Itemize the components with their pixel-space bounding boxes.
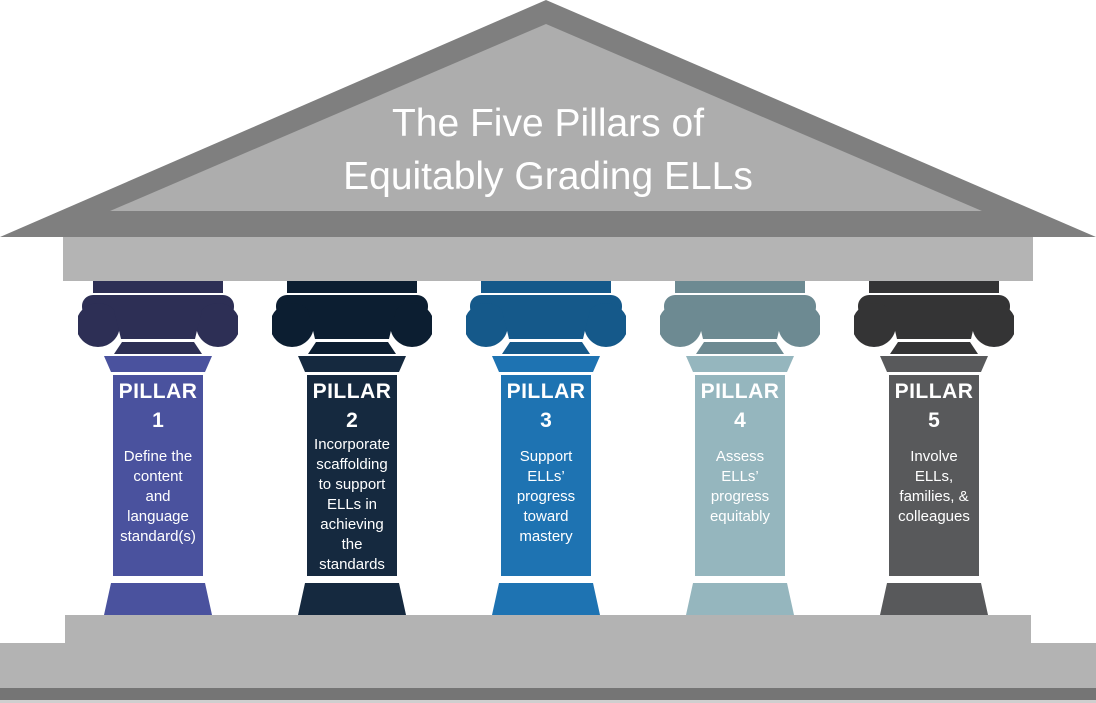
shaft-flare [880,356,988,372]
capital-volute-right [584,303,626,347]
pediment-inner-triangle [110,24,982,211]
entablature-beam [63,237,1033,281]
pillar-shaft [889,375,979,576]
pillar-description: Assess ELLs’ progress equitably [709,448,771,525]
capital-cushion [696,342,784,354]
pillar-capital [660,281,820,354]
pillar-4: PILLAR 4 Assess ELLs’ progress equitably [660,281,820,616]
pillar-shaft-group [492,356,600,615]
capital-echinus [890,311,978,339]
shaft-flare [686,356,794,372]
pillar-2-graphic [272,281,432,615]
pillar-shaft [501,375,591,576]
step-upper [65,615,1031,643]
pillar-number: 5 [928,409,940,432]
ground-edge [0,700,1096,703]
ground-strip [0,688,1096,700]
pillar-label: PILLAR [118,380,198,403]
pillar-shaft [113,375,203,576]
capital-abacus [869,281,999,293]
pillar-1-graphic [78,281,238,615]
pillar-3: PILLAR 3 Support ELLs’ progress toward m… [466,281,626,616]
pillar-description: Involve ELLs, families, & colleagues [898,448,970,525]
step-lower [0,643,1096,688]
capital-echinus [308,311,396,339]
pillar-base [880,583,988,615]
pillar-description: Define the content and language standard… [120,448,196,545]
capital-volute-left [854,303,896,347]
shaft-flare [298,356,406,372]
pillar-number: 4 [734,409,746,432]
capital-volute-left [78,303,120,347]
capital-cushion [308,342,396,354]
capital-cushion [890,342,978,354]
pillar-description: Incorporate scaffolding to support ELLs … [314,436,390,573]
pillar-3-graphic [466,281,626,615]
pillar-label: PILLAR [894,380,974,403]
pillar-label: PILLAR [700,380,780,403]
pillar-shaft-group [686,356,794,615]
pillar-shaft-group [880,356,988,615]
pillar-3-text: PILLAR 3 Support ELLs’ progress toward m… [488,377,604,547]
pillar-1: PILLAR 1 Define the content and language… [78,281,238,616]
pillar-shaft-group [104,356,212,615]
pillar-4-text: PILLAR 4 Assess ELLs’ progress equitably [682,377,798,527]
capital-abacus [481,281,611,293]
pillar-label: PILLAR [506,380,586,403]
pillar-number: 1 [152,409,164,432]
pillar-1-text: PILLAR 1 Define the content and language… [100,377,216,547]
pillar-5-graphic [854,281,1014,615]
pillar-capital [854,281,1014,354]
pillar-shaft [307,375,397,576]
pillar-base [492,583,600,615]
capital-echinus [696,311,784,339]
capital-abacus [93,281,223,293]
pillar-5: PILLAR 5 Involve ELLs, families, & colle… [854,281,1014,616]
capital-volute-right [972,303,1014,347]
capital-volute-left [660,303,702,347]
pillar-capital [272,281,432,354]
pillar-2: PILLAR 2 Incorporate scaffolding to supp… [272,281,432,616]
pillar-description: Support ELLs’ progress toward mastery [516,448,576,545]
capital-echinus [114,311,202,339]
pillar-4-graphic [660,281,820,615]
pillar-5-text: PILLAR 5 Involve ELLs, families, & colle… [876,377,992,527]
pillar-label: PILLAR [312,380,392,403]
pillar-base [686,583,794,615]
pillar-base [298,583,406,615]
pillar-capital [466,281,626,354]
capital-abacus [675,281,805,293]
shaft-flare [104,356,212,372]
pillar-base [104,583,212,615]
capital-abacus [287,281,417,293]
capital-volute-right [778,303,820,347]
capital-cushion [502,342,590,354]
capital-volute-right [390,303,432,347]
pillar-number: 2 [346,409,358,432]
pillar-2-text: PILLAR 2 Incorporate scaffolding to supp… [294,377,410,575]
pillar-number: 3 [540,409,552,432]
capital-volute-left [466,303,508,347]
pillar-shaft-group [298,356,406,615]
pillar-shaft [695,375,785,576]
pillar-capital [78,281,238,354]
diagram-title: The Five Pillars of Equitably Grading EL… [343,102,753,198]
capital-echinus [502,311,590,339]
capital-cushion [114,342,202,354]
capital-volute-right [196,303,238,347]
shaft-flare [492,356,600,372]
capital-volute-left [272,303,314,347]
